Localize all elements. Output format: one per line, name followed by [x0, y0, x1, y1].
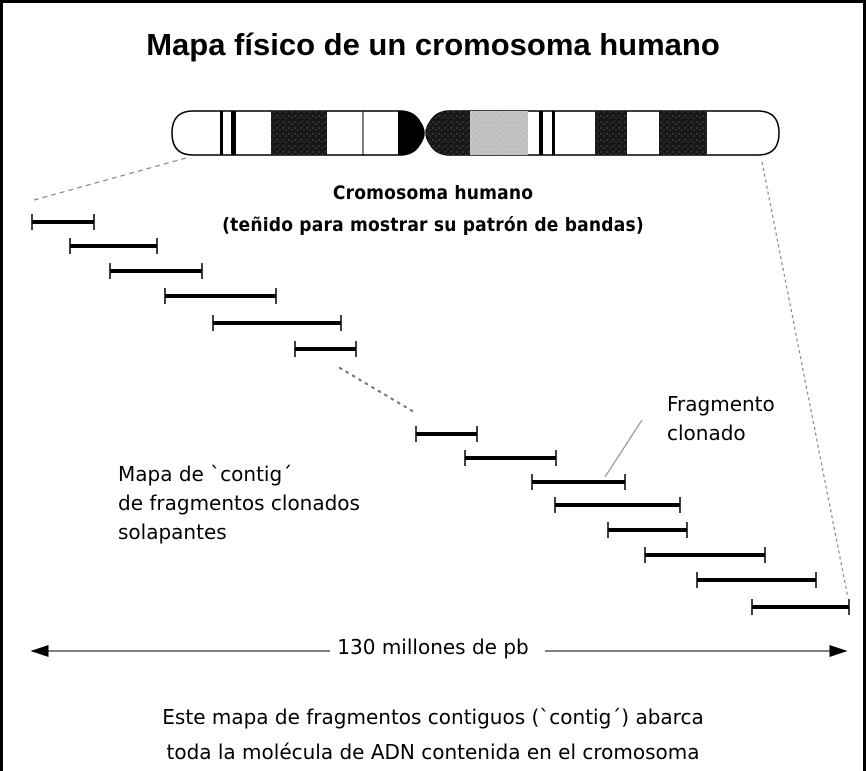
contig-map-label-line3: solapantes: [118, 520, 227, 544]
projection-line-right: [761, 161, 849, 599]
band-dark-2: [595, 111, 627, 155]
cloned-fragment-label: Fragmento clonado: [667, 390, 775, 448]
contig-gap-dots: [338, 366, 416, 414]
fragment-11: [644, 547, 766, 563]
chromosome-caption: Cromosoma humano (teñido para mostrar su…: [0, 177, 866, 241]
band-centromere-q: [426, 111, 470, 155]
fragment-2: [109, 263, 203, 279]
fragment-5: [294, 341, 357, 357]
chromosome: [171, 110, 780, 156]
fragment-9: [554, 497, 681, 513]
cloned-fragment-label-line2: clonado: [667, 421, 746, 445]
footer-caption: Este mapa de fragmentos contiguos (`cont…: [0, 700, 866, 770]
figure-title: Mapa físico de un cromosoma humano: [146, 27, 720, 62]
fragment-12: [696, 572, 817, 588]
band-centromere-p: [398, 111, 424, 155]
footer-caption-line1: Este mapa de fragmentos contiguos (`cont…: [162, 705, 704, 729]
contig-map-label: Mapa de `contig´ de fragmentos clonados …: [118, 460, 360, 547]
fragment-7: [464, 450, 557, 466]
cloned-fragment-label-line1: Fragmento: [667, 392, 775, 416]
chromosome-caption-line2: (teñido para mostrar su patrón de bandas…: [222, 214, 644, 236]
contig-map-label-line1: Mapa de `contig´: [118, 462, 293, 486]
fragment-6: [415, 426, 478, 442]
band-thin-3: [539, 111, 543, 155]
fragment-8: [531, 474, 626, 490]
fragment-13: [751, 599, 850, 615]
footer-caption-line2: toda la molécula de ADN contenida en el …: [166, 740, 700, 764]
chromosome-caption-line1: Cromosoma humano: [332, 182, 534, 204]
band-thin-2: [231, 111, 236, 155]
contig-map-label-line2: de fragmentos clonados: [118, 491, 360, 515]
fragment-3: [164, 288, 277, 304]
band-dark-3: [659, 111, 707, 155]
length-label: 130 millones de pb: [337, 635, 529, 659]
fragment-1: [69, 238, 158, 254]
band-light-stain: [470, 111, 528, 155]
fragment-leader-line: [604, 419, 643, 478]
band-thin-4: [552, 111, 555, 155]
fragment-4: [212, 315, 342, 331]
fragment-10: [607, 522, 688, 538]
band-dark-1: [271, 111, 327, 155]
band-thin-1: [220, 111, 223, 155]
fragment-0: [31, 214, 95, 230]
